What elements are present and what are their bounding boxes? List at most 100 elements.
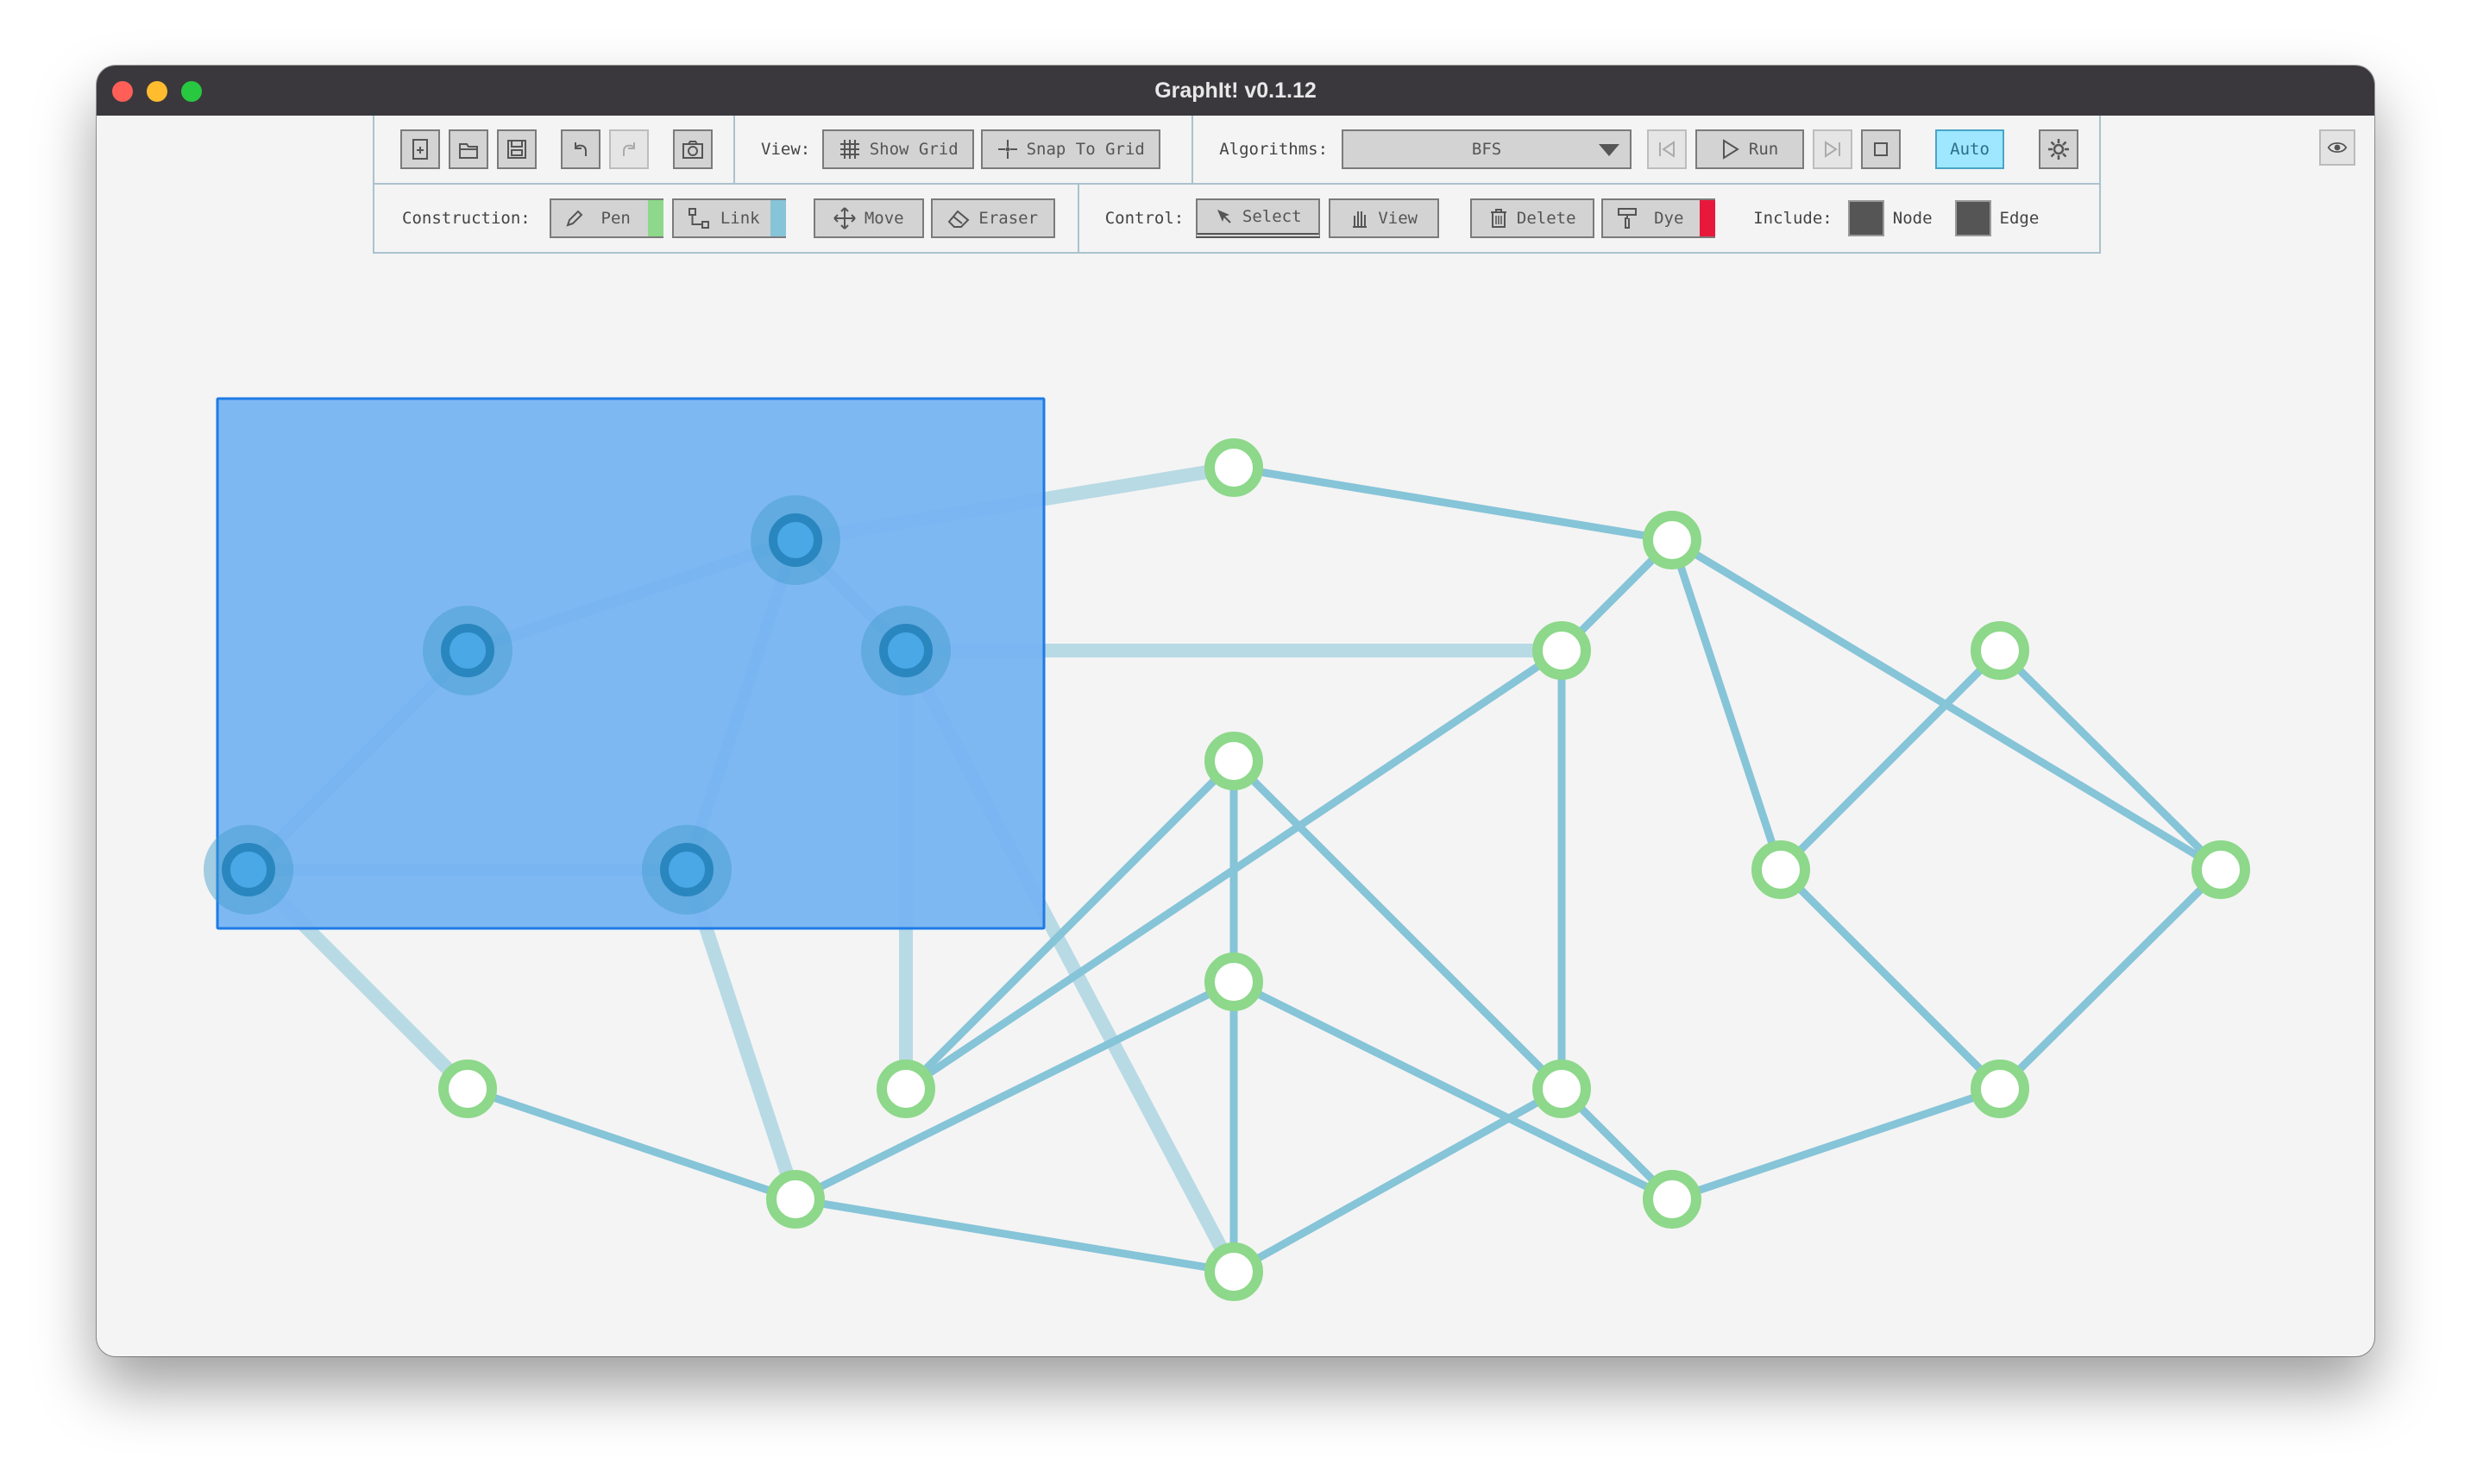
- gear-icon[interactable]: [2039, 129, 2079, 169]
- graph-node[interactable]: [2191, 840, 2250, 899]
- graph-node[interactable]: [438, 1060, 497, 1118]
- node-circle: [1532, 1060, 1591, 1118]
- graph-node[interactable]: [204, 825, 293, 915]
- cursor-icon: [1217, 210, 1231, 223]
- graph-node[interactable]: [1532, 1060, 1591, 1118]
- include-edge-label: Edge: [1999, 209, 2040, 228]
- graph-node[interactable]: [1751, 840, 1810, 899]
- chevron-down-icon: [1599, 144, 1620, 156]
- graph-svg[interactable]: [97, 116, 2374, 1356]
- graph-canvas[interactable]: View: Show Grid Snap To Grid Algorithms:…: [97, 116, 2374, 1356]
- save-icon[interactable]: [497, 129, 537, 169]
- pen-button[interactable]: Pen: [549, 198, 663, 238]
- graph-node[interactable]: [1971, 621, 2029, 680]
- delete-button[interactable]: Delete: [1470, 198, 1595, 238]
- algorithm-select[interactable]: BFS: [1342, 129, 1632, 169]
- node-circle: [438, 1060, 497, 1118]
- link-button[interactable]: Link: [671, 198, 786, 238]
- step-forward-icon[interactable]: [1813, 129, 1853, 169]
- construction-label: Construction:: [402, 209, 531, 228]
- graph-edge[interactable]: [791, 1195, 1238, 1276]
- graph-edge[interactable]: [1996, 865, 2225, 1093]
- include-edge-toggle[interactable]: [1954, 200, 1991, 236]
- maximize-window-button[interactable]: [181, 81, 202, 102]
- auto-toggle[interactable]: Auto: [1935, 129, 2005, 169]
- show-grid-button[interactable]: Show Grid: [822, 129, 975, 169]
- node-circle: [2191, 840, 2250, 899]
- title-bar: GraphIt! v0.1.12: [97, 66, 2374, 116]
- graph-edge[interactable]: [1776, 865, 2004, 1093]
- node-circle: [877, 1060, 935, 1118]
- graph-node[interactable]: [1204, 953, 1263, 1011]
- node-circle: [1204, 953, 1263, 1011]
- paint-roller-icon: [1618, 208, 1638, 229]
- eye-icon[interactable]: [2319, 129, 2355, 166]
- app-window: GraphIt! v0.1.12: [97, 66, 2374, 1356]
- graph-edge[interactable]: [1229, 978, 1676, 1204]
- link-icon: [688, 208, 709, 229]
- node-circle: [1532, 621, 1591, 680]
- select-button[interactable]: Select: [1196, 198, 1321, 238]
- node-circle: [1971, 621, 2029, 680]
- undo-icon[interactable]: [561, 129, 600, 169]
- stop-icon[interactable]: [1861, 129, 1902, 169]
- graph-node[interactable]: [751, 495, 840, 585]
- graph-edge[interactable]: [791, 978, 1238, 1204]
- pencil-icon: [566, 210, 583, 227]
- node-circle: [1204, 438, 1263, 497]
- graph-node[interactable]: [877, 1060, 935, 1118]
- include-node-toggle[interactable]: [1847, 200, 1884, 236]
- snap-to-grid-button[interactable]: Snap To Grid: [981, 129, 1161, 169]
- step-back-icon[interactable]: [1647, 129, 1688, 169]
- graph-node[interactable]: [1643, 511, 1701, 569]
- crosshair-icon: [997, 140, 1017, 159]
- graph-node[interactable]: [1204, 732, 1263, 790]
- graph-node[interactable]: [766, 1170, 825, 1229]
- graph-node[interactable]: [1204, 438, 1263, 497]
- graph-node[interactable]: [1532, 621, 1591, 680]
- window-title: GraphIt! v0.1.12: [1154, 79, 1317, 103]
- toolbar-top: View: Show Grid Snap To Grid Algorithms:…: [373, 116, 2101, 185]
- graph-edge[interactable]: [1996, 646, 2225, 874]
- view-button[interactable]: View: [1329, 198, 1440, 238]
- redo-icon[interactable]: [609, 129, 649, 169]
- node-circle: [222, 843, 275, 896]
- graph-edge[interactable]: [1776, 646, 2004, 874]
- graph-node[interactable]: [861, 606, 951, 695]
- node-circle: [441, 624, 494, 677]
- graph-edge[interactable]: [1229, 757, 1566, 1093]
- graph-node[interactable]: [423, 606, 512, 695]
- open-file-icon[interactable]: [449, 129, 488, 169]
- dye-button[interactable]: Dye: [1601, 198, 1716, 238]
- eraser-icon: [948, 210, 970, 228]
- graph-edge[interactable]: [1668, 536, 1785, 874]
- node-circle: [1751, 840, 1810, 899]
- graph-node[interactable]: [1204, 1242, 1263, 1301]
- eraser-button[interactable]: Eraser: [930, 198, 1055, 238]
- graph-edge[interactable]: [1668, 1085, 2004, 1204]
- hand-icon: [1353, 211, 1368, 228]
- run-button[interactable]: Run: [1695, 129, 1805, 169]
- move-button[interactable]: Move: [813, 198, 924, 238]
- link-color-indicator: [770, 200, 786, 236]
- graph-node[interactable]: [642, 825, 732, 915]
- grid-icon: [839, 140, 859, 159]
- node-circle: [1643, 1170, 1701, 1229]
- view-label: View:: [761, 140, 811, 159]
- graph-node[interactable]: [1643, 1170, 1701, 1229]
- graph-node[interactable]: [1971, 1060, 2029, 1118]
- graph-edge[interactable]: [463, 1085, 800, 1204]
- node-circle: [1643, 511, 1701, 569]
- graph-edge[interactable]: [1229, 463, 1676, 544]
- minimize-window-button[interactable]: [147, 81, 167, 102]
- node-circle: [1204, 732, 1263, 790]
- new-file-icon[interactable]: [400, 129, 440, 169]
- play-icon: [1722, 139, 1739, 160]
- graph-edge[interactable]: [902, 757, 1238, 1093]
- dye-color-indicator: [1700, 200, 1716, 236]
- camera-icon[interactable]: [673, 129, 713, 169]
- close-window-button[interactable]: [112, 81, 133, 102]
- toolbar-bottom: Construction: Pen Link Move Era: [373, 183, 2101, 254]
- selection-rectangle: [216, 397, 1046, 930]
- node-circle: [1971, 1060, 2029, 1118]
